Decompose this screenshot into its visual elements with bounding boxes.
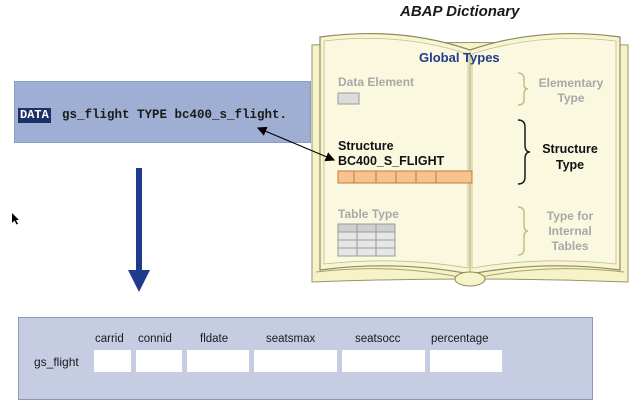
down-arrow-icon: [128, 168, 150, 292]
field-cell-carrid: [94, 350, 131, 372]
mouse-cursor-icon: [12, 213, 19, 225]
structure-fields-icon: [337, 170, 473, 184]
brace-table: [517, 206, 529, 256]
code-box: [14, 81, 311, 143]
column-seatsmax: seatsmax: [266, 333, 316, 345]
book-icon: [311, 32, 629, 287]
field-cell-fldate: [187, 350, 249, 372]
internal-tables-type-label: Type for Internal Tables: [546, 209, 594, 253]
structure-label: Structure: [338, 139, 394, 153]
variable-name: gs_flight: [34, 355, 79, 369]
table-type-label: Table Type: [338, 207, 399, 221]
data-statement: gs_flight TYPE bc400_s_flight.: [62, 108, 288, 122]
field-cell-seatsocc: [342, 350, 425, 372]
column-percentage: percentage: [431, 333, 489, 345]
data-element-label: Data Element: [338, 75, 415, 89]
elementary-type-label: Elementary Type: [538, 76, 604, 105]
data-keyword: DATA: [18, 108, 51, 123]
field-cell-percentage: [430, 350, 502, 372]
data-element-icon: [337, 92, 360, 105]
field-cell-connid: [136, 350, 182, 372]
column-fldate: fldate: [200, 333, 229, 345]
table-grid-icon: [337, 223, 396, 257]
brace-elementary: [517, 72, 529, 106]
structure-type-label: Structure Type: [542, 142, 598, 172]
column-seatsocc: seatsocc: [355, 333, 401, 345]
book-title: ABAP Dictionary: [400, 3, 520, 20]
column-connid: connid: [138, 333, 172, 345]
structure-name: BC400_S_FLIGHT: [338, 154, 445, 168]
column-carrid: carrid: [95, 333, 124, 345]
reference-arrow: [256, 126, 336, 162]
global-types-heading: Global Types: [419, 50, 500, 65]
field-cell-seatsmax: [254, 350, 337, 372]
brace-structure: [517, 119, 531, 185]
